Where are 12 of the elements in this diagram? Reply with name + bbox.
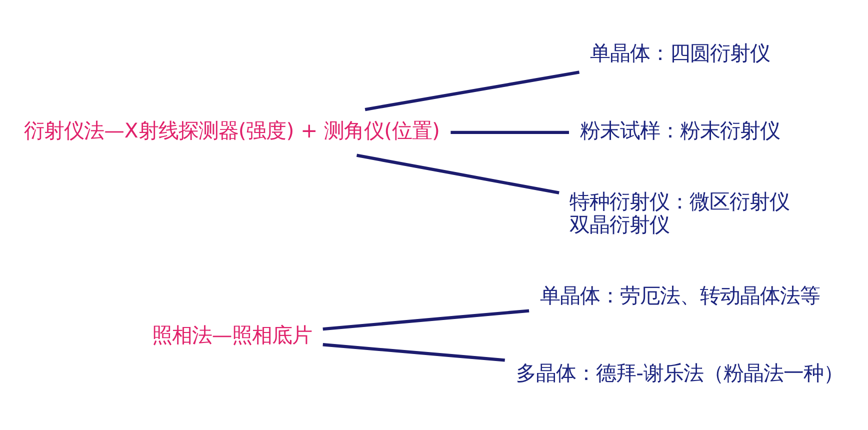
node-text: 特种衍射仪：微区衍射仪 双晶衍射仪 [569, 189, 790, 236]
node-text: 衍射仪法—X射线探测器(强度) + 测角仪(位置) [24, 118, 440, 142]
connector [356, 154, 560, 194]
node-text: 单晶体：四圆衍射仪 [590, 40, 770, 65]
connector [450, 130, 569, 134]
connector [322, 343, 505, 362]
node-text: 多晶体：德拜-谢乐法（粉晶法一种） [516, 360, 844, 385]
node-text: 单晶体：劳厄法、转动晶体法等 [540, 283, 820, 308]
node-text: 照相法—照相底片 [152, 322, 312, 347]
connector [364, 70, 580, 112]
node-text: 粉末试样：粉末衍射仪 [580, 118, 780, 142]
connector [322, 309, 530, 331]
